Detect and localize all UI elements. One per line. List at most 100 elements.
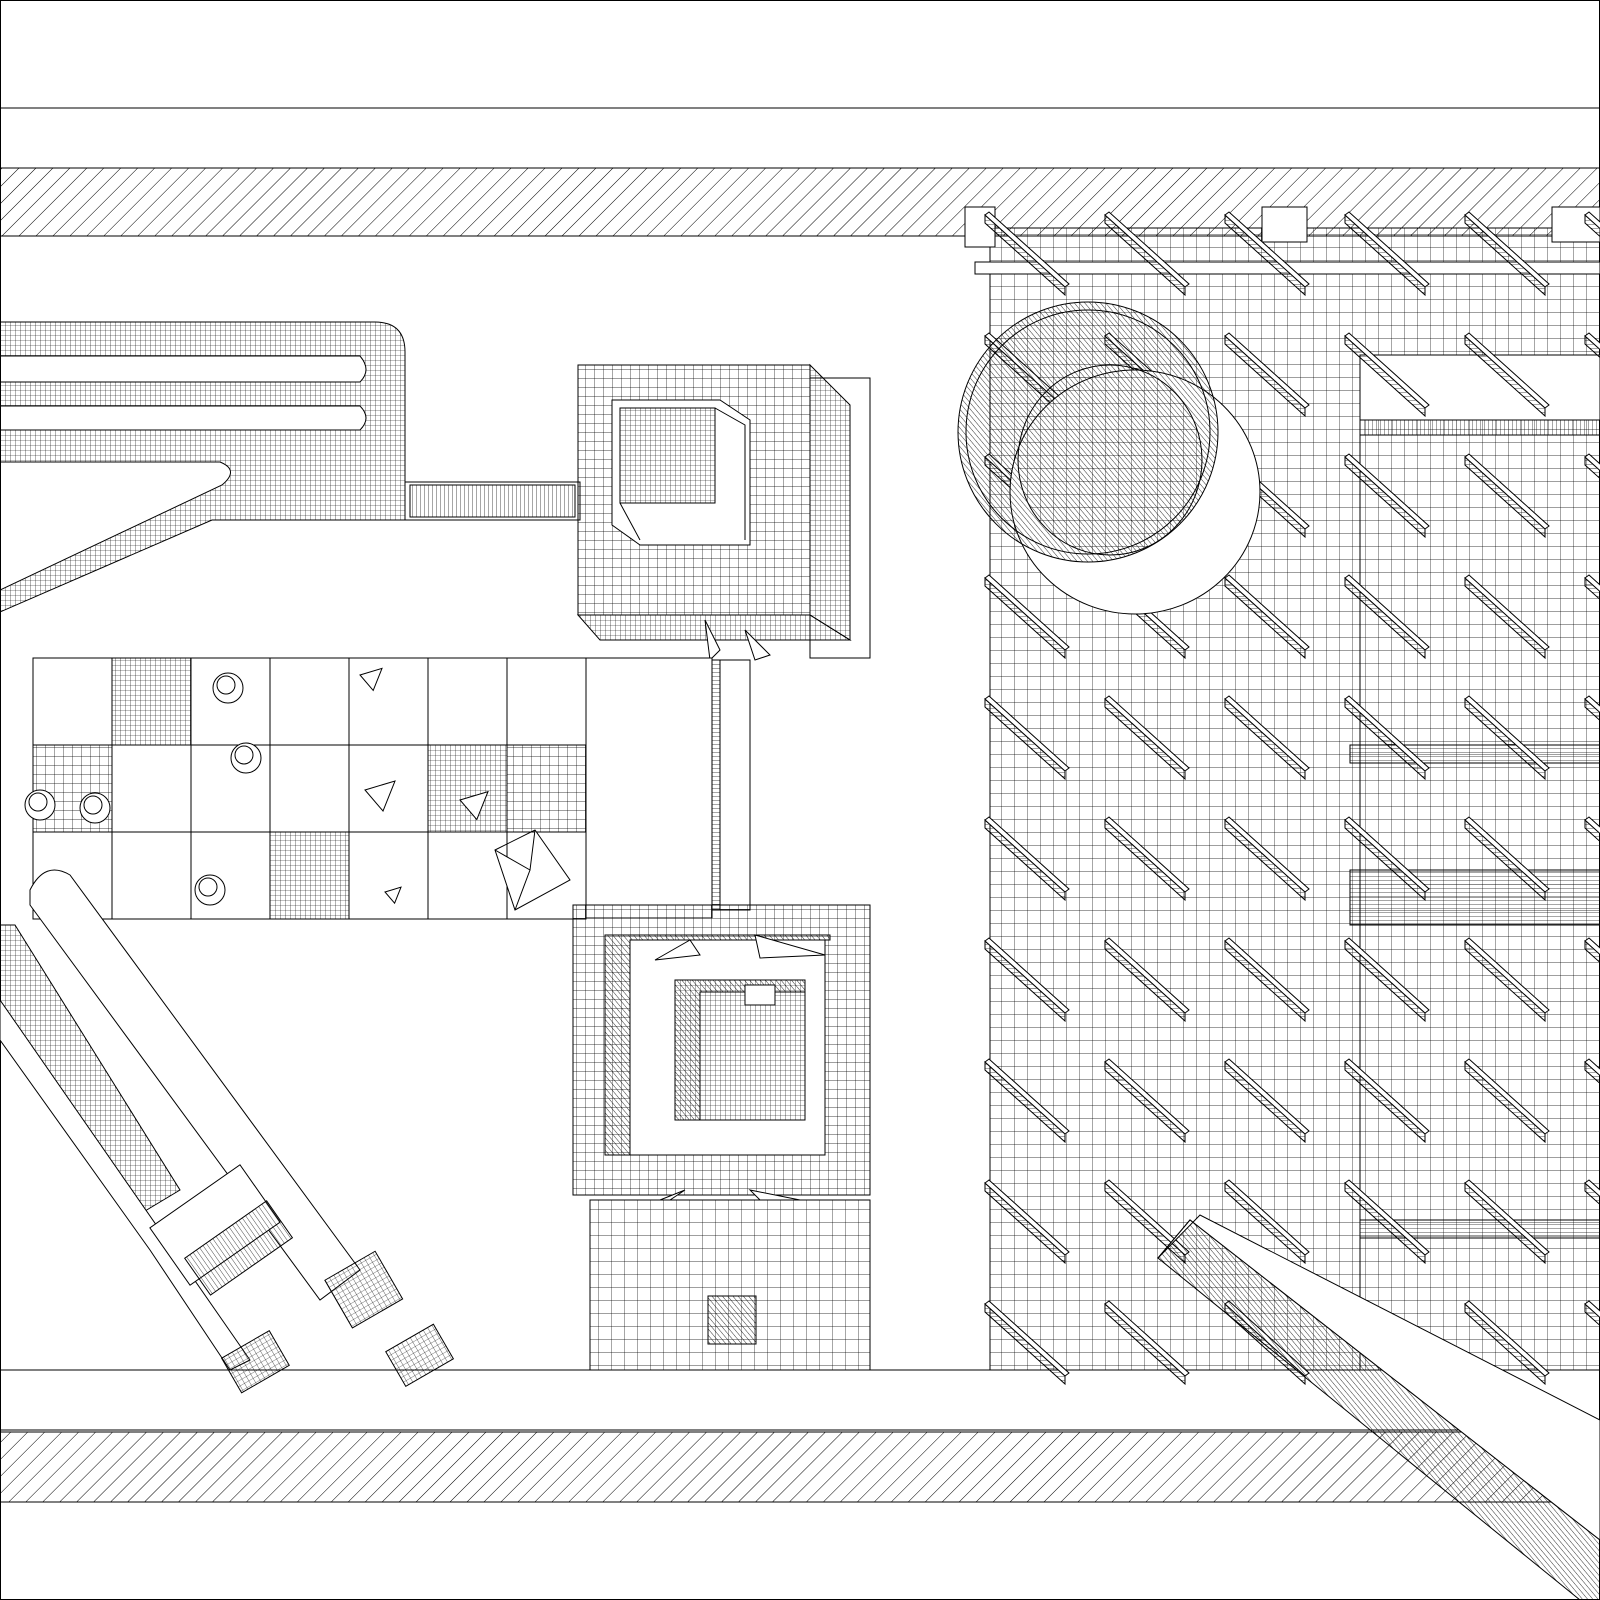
beam-top — [1464, 1058, 1550, 1135]
diagonal-beam — [1584, 332, 1600, 359]
diagonal-beam — [984, 816, 1070, 902]
pyramid — [384, 886, 402, 905]
beam-top — [1464, 1179, 1550, 1256]
beam-top — [1464, 695, 1550, 772]
diagonal-beam — [1464, 816, 1550, 902]
beam-top — [1344, 695, 1430, 772]
plaza-tile — [269, 657, 350, 746]
checkerboard-plaza — [24, 657, 713, 920]
diagonal-beam — [1584, 1058, 1600, 1085]
beam-top — [1344, 332, 1430, 409]
diagonal-beam — [984, 937, 1070, 1023]
walkway — [711, 659, 751, 911]
pyramid — [459, 790, 489, 821]
top-hatched-band — [0, 167, 1600, 237]
diagonal-beam — [1224, 211, 1310, 297]
diagonal-beam — [1104, 1058, 1190, 1144]
diagonal-beam — [1584, 937, 1600, 964]
bollard — [24, 789, 56, 821]
beam-top — [1464, 816, 1550, 893]
beam-top — [984, 1300, 1070, 1377]
beam-side — [1584, 334, 1600, 359]
beam-top — [1584, 937, 1600, 956]
diagonal-beam — [984, 1058, 1070, 1144]
diagonal-beam — [1464, 1300, 1550, 1386]
beam-top — [1224, 937, 1310, 1014]
upper-cube — [576, 363, 871, 662]
beam-top — [1464, 332, 1550, 409]
diagonal-beam — [1344, 937, 1430, 1023]
beam-top — [1584, 1300, 1600, 1319]
diagonal-building — [0, 869, 455, 1394]
beam-top — [1584, 453, 1600, 472]
beam-top — [1104, 695, 1190, 772]
diagonal-beam — [1464, 937, 1550, 1023]
diagonal-beam — [1344, 695, 1430, 781]
beam-side — [1584, 455, 1600, 480]
plaza-tile — [427, 657, 508, 746]
diagonal-beam — [1344, 574, 1430, 660]
beam-top — [984, 574, 1070, 651]
diagonal-beam — [1584, 574, 1600, 601]
diagonal-beam — [1104, 937, 1190, 1023]
beam-top — [1584, 574, 1600, 593]
diagonal-beam — [1224, 574, 1310, 660]
beam-top — [1344, 816, 1430, 893]
beam-top — [984, 1058, 1070, 1135]
diagonal-tube — [1157, 1214, 1600, 1600]
diagonal-beam — [984, 211, 1070, 297]
beam-top — [1344, 1058, 1430, 1135]
beam-top — [1344, 1179, 1430, 1256]
beam-top — [1224, 816, 1310, 893]
plaza-tile — [269, 831, 350, 920]
bollard — [194, 874, 226, 906]
beam-top — [1224, 211, 1310, 288]
plaza-extension — [585, 657, 713, 919]
diagonal-beam — [1104, 1300, 1190, 1386]
diagonal-beam — [1464, 574, 1550, 660]
lower-cube — [572, 904, 871, 1371]
diagonal-beam — [1584, 1179, 1600, 1206]
beam-top — [1104, 1058, 1190, 1135]
beam-top — [1224, 1058, 1310, 1135]
plaza-tile — [111, 831, 192, 920]
pyramid — [359, 667, 383, 692]
diagonal-beam — [1224, 816, 1310, 902]
beam-top — [1224, 1179, 1310, 1256]
diagonal-beam — [1104, 816, 1190, 902]
diagonal-beam — [984, 1300, 1070, 1386]
plaza-tile — [348, 657, 429, 746]
plaza-tile — [32, 657, 113, 746]
diagonal-beam — [1464, 211, 1550, 297]
plaza-tile — [506, 744, 587, 833]
beam-top — [1464, 937, 1550, 1014]
bollard-top — [28, 792, 48, 812]
beam-top — [1344, 937, 1430, 1014]
diagonal-beam — [984, 1179, 1070, 1265]
diagonal-beam — [1344, 1179, 1430, 1265]
beam-top — [1224, 695, 1310, 772]
tilted-box — [494, 829, 571, 911]
beam-top — [984, 1179, 1070, 1256]
beam-side — [1584, 818, 1600, 843]
beam-top — [984, 937, 1070, 1014]
diagonal-beam — [1584, 695, 1600, 722]
plaza-tile — [111, 657, 192, 746]
diagonal-beam — [1224, 332, 1310, 418]
beam-top — [1344, 453, 1430, 530]
diagonal-beam — [1104, 211, 1190, 297]
beam-side — [1584, 1060, 1600, 1085]
bollard — [212, 672, 244, 704]
beam-top — [1224, 332, 1310, 409]
diagonal-beam — [1344, 332, 1430, 418]
beam-array — [984, 211, 1600, 1386]
diagonal-beam — [1464, 695, 1550, 781]
plaza-tile — [111, 744, 192, 833]
bollard-top — [83, 795, 103, 815]
beam-top — [984, 816, 1070, 893]
plaza-tile — [427, 831, 508, 920]
diagonal-beam — [1224, 1058, 1310, 1144]
plaza-tile — [427, 744, 508, 833]
diagonal-beam — [1224, 937, 1310, 1023]
